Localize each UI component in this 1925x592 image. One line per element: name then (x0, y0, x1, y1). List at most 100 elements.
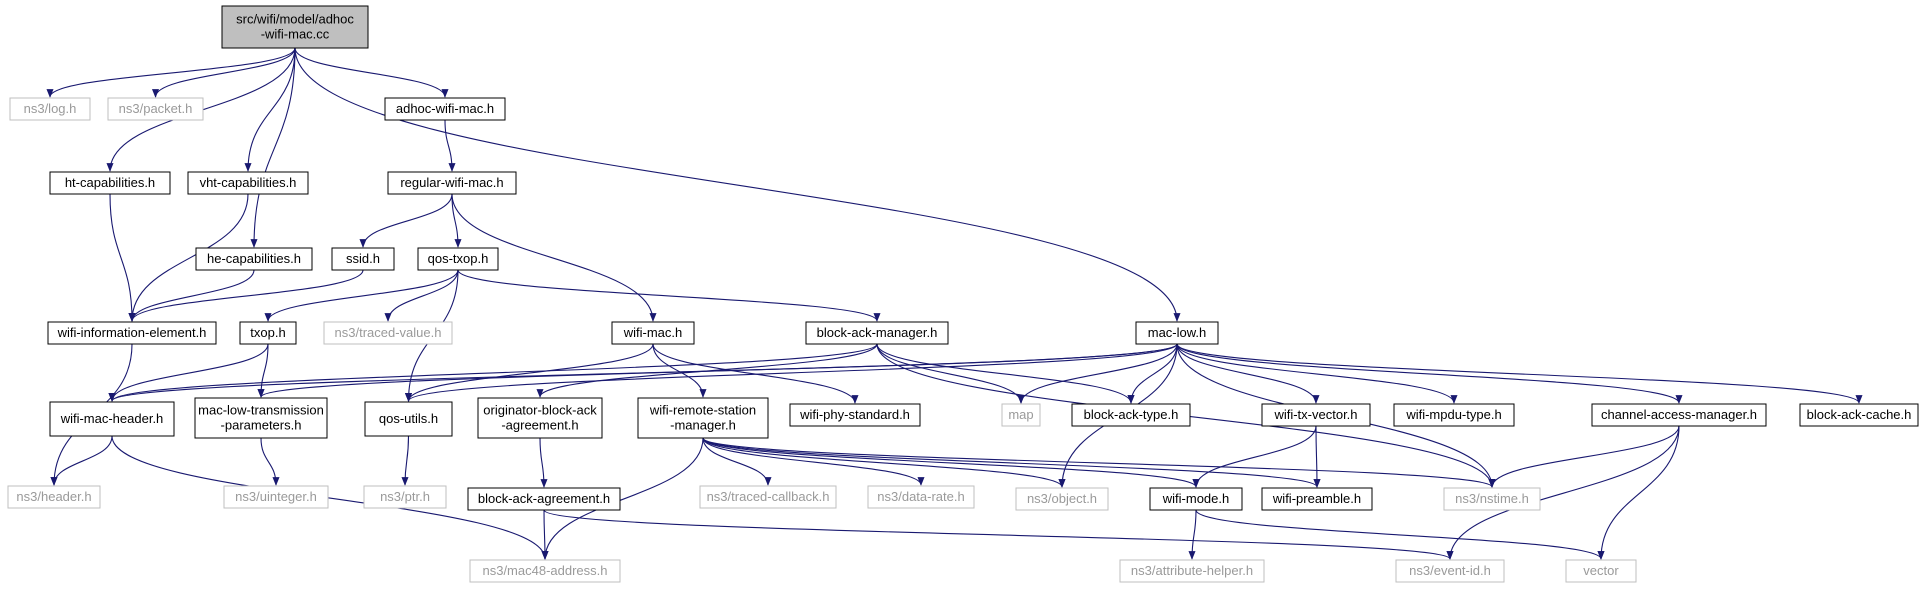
node-box (1015, 487, 1109, 511)
node-label: mac-low-transmission (198, 403, 324, 418)
node-label: qos-utils.h (379, 411, 438, 426)
node-box (1395, 559, 1505, 583)
node-wtv[interactable]: wifi-tx-vector.h (1261, 403, 1371, 427)
edge (257, 343, 269, 398)
node-bat[interactable]: block-ack-type.h (1071, 403, 1191, 427)
node-qostxop[interactable]: qos-txop.h (417, 247, 499, 271)
node-box (637, 397, 769, 439)
edge (108, 343, 878, 402)
node-label: -wifi-mac.cc (261, 27, 330, 42)
node-box (107, 97, 204, 121)
node-box (221, 5, 369, 49)
node-box (1149, 487, 1243, 511)
node-txop[interactable]: txop.h (239, 321, 297, 345)
node-ht[interactable]: ht-capabilities.h (49, 171, 171, 195)
node-packet: ns3/packet.h (107, 97, 204, 121)
edge (1488, 425, 1680, 488)
node-regular[interactable]: regular-wifi-mac.h (387, 171, 517, 195)
edge (1446, 425, 1680, 560)
node-wrsm[interactable]: wifi-remote-station-manager.h (637, 397, 769, 439)
edge-baa-to-eventid (543, 509, 1454, 560)
node-wmode[interactable]: wifi-mode.h (1149, 487, 1243, 511)
node-ssid[interactable]: ssid.h (331, 247, 395, 271)
edge (1192, 425, 1317, 488)
node-oba[interactable]: originator-block-ack-agreement.h (477, 397, 603, 439)
node-mac48: ns3/mac48-address.h (469, 559, 621, 583)
node-root[interactable]: src/wifi/model/adhoc-wifi-mac.cc (221, 5, 369, 49)
edge-wrsm-to-wmode (702, 437, 1200, 488)
node-label: ns3/packet.h (119, 101, 193, 116)
node-adhoc[interactable]: adhoc-wifi-mac.h (384, 97, 506, 121)
node-eventid: ns3/event-id.h (1395, 559, 1505, 583)
node-box (239, 321, 297, 345)
node-datarate: ns3/data-rate.h (867, 485, 975, 509)
edges-layer (46, 47, 1863, 560)
edge (108, 343, 269, 402)
node-label: -parameters.h (221, 418, 302, 433)
node-label: src/wifi/model/adhoc (236, 12, 354, 27)
node-label: ns3/traced-value.h (335, 325, 442, 340)
edge (702, 437, 925, 486)
edge-txop-to-mltp (257, 343, 269, 398)
node-box (477, 397, 603, 439)
edge-maclow-to-bac (1176, 343, 1863, 404)
edge (702, 437, 1496, 488)
edge (539, 437, 548, 488)
node-bac[interactable]: block-ack-cache.h (1799, 403, 1919, 427)
node-label: block-ack-type.h (1084, 407, 1179, 422)
edge (457, 269, 881, 322)
node-label: wifi-tx-vector.h (1273, 407, 1357, 422)
node-baa[interactable]: block-ack-agreement.h (467, 487, 621, 511)
edge-ssid-to-wie (128, 269, 364, 322)
edge-wrsm-to-datarate (702, 437, 925, 486)
node-vht[interactable]: vht-capabilities.h (187, 171, 309, 195)
node-box (805, 321, 949, 345)
node-label: regular-wifi-mac.h (400, 175, 503, 190)
edge-maclow-to-bat (1127, 343, 1178, 404)
edge (260, 437, 280, 486)
node-nstime: ns3/nstime.h (1443, 487, 1541, 511)
node-label: wifi-preamble.h (1272, 491, 1361, 506)
edge (1176, 343, 1320, 404)
node-bam[interactable]: block-ack-manager.h (805, 321, 949, 345)
node-wpre[interactable]: wifi-preamble.h (1261, 487, 1373, 511)
node-label: wifi-mac-header.h (60, 411, 164, 426)
node-label: ns3/attribute-helper.h (1131, 563, 1253, 578)
node-box (9, 97, 91, 121)
node-box (789, 403, 921, 427)
edge-qosutils-to-ptr (401, 435, 410, 486)
node-he[interactable]: he-capabilities.h (195, 247, 313, 271)
node-label: block-ack-cache.h (1807, 407, 1912, 422)
node-qosutils[interactable]: qos-utils.h (364, 401, 453, 437)
node-wie[interactable]: wifi-information-element.h (47, 321, 217, 345)
edge-wifimac-to-wrsm (652, 343, 707, 398)
node-label: -agreement.h (501, 418, 578, 433)
node-cam[interactable]: channel-access-manager.h (1591, 403, 1767, 427)
node-label: ns3/object.h (1027, 491, 1097, 506)
edge (702, 437, 772, 486)
edge-qostxop-to-txop (264, 269, 459, 322)
node-mltp[interactable]: mac-low-transmission-parameters.h (194, 397, 328, 439)
edge-root-to-vht (244, 47, 296, 172)
node-label: wifi-mpdu-type.h (1405, 407, 1501, 422)
edge (405, 343, 1178, 402)
edge (541, 437, 704, 560)
edge-baa-to-mac48 (541, 509, 549, 560)
edge-vht-to-wie (128, 193, 249, 322)
edge (109, 193, 136, 322)
node-label: block-ack-agreement.h (478, 491, 610, 506)
node-label: wifi-mode.h (1162, 491, 1229, 506)
node-wifimac[interactable]: wifi-mac.h (611, 321, 695, 345)
node-wmh[interactable]: wifi-mac-header.h (49, 401, 175, 437)
node-wps[interactable]: wifi-phy-standard.h (789, 403, 921, 427)
edge-cam-to-nstime (1488, 425, 1680, 488)
node-box (387, 171, 517, 195)
node-maclow[interactable]: mac-low.h (1135, 321, 1219, 345)
edge-he-to-wie (128, 269, 255, 322)
node-box (699, 485, 837, 509)
node-wmpdu[interactable]: wifi-mpdu-type.h (1393, 403, 1515, 427)
node-box (194, 397, 328, 439)
node-box (323, 321, 453, 345)
node-box (1443, 487, 1541, 511)
node-box (467, 487, 621, 511)
